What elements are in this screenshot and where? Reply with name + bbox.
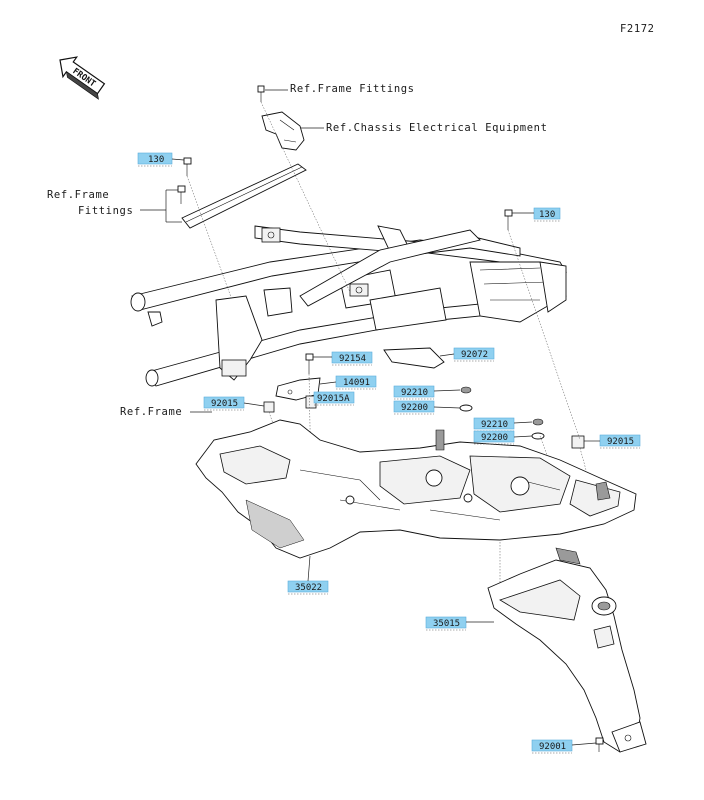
part-code: 92200 (481, 433, 508, 443)
washer-92200-b (531, 432, 545, 440)
tag-92072[interactable]: 92072 (439, 347, 495, 362)
part-code: 92210 (401, 388, 428, 398)
collar-92015-left (263, 401, 275, 413)
part-code: 92001 (539, 742, 566, 752)
tag-92015-left[interactable]: 92015 (203, 396, 265, 411)
tag-92200-a[interactable]: 92200 (393, 400, 461, 415)
collar-92015-right (571, 435, 585, 449)
tag-130-right[interactable]: 130 (512, 207, 561, 222)
tag-92210-b[interactable]: 92210 (473, 417, 533, 432)
tag-35022[interactable]: 35022 (287, 555, 329, 595)
tag-130-left[interactable]: 130 (137, 152, 185, 167)
rear-fender-35015 (487, 547, 647, 753)
tag-92001[interactable]: 92001 (531, 739, 597, 754)
ref-bolt-top (257, 85, 265, 102)
tag-92200-b[interactable]: 92200 (473, 430, 533, 445)
part-code: 92154 (339, 354, 366, 364)
ref-chassis-electrical: Ref.Chassis Electrical Equipment (326, 122, 548, 134)
bolt-left-lower (177, 185, 186, 204)
part-code: 130 (148, 155, 164, 165)
screw-92001 (595, 737, 604, 752)
frame-strap (181, 163, 307, 229)
bolt-130-left (183, 157, 192, 176)
nut-92210-a (460, 386, 472, 394)
figure-id: F2172 (620, 23, 655, 35)
part-code: 92015 (211, 399, 238, 409)
part-code: 92015A (317, 394, 350, 404)
tag-92154[interactable]: 92154 (313, 351, 373, 366)
bolt-130-right (504, 209, 513, 230)
tag-14091[interactable]: 14091 (319, 375, 377, 390)
bracket-92072 (383, 347, 445, 369)
part-code: 92200 (401, 403, 428, 413)
washer-92200-a (459, 404, 473, 412)
tag-35015[interactable]: 35015 (425, 616, 494, 631)
part-code: 130 (539, 210, 555, 220)
part-code: 35015 (433, 619, 460, 629)
rear-frame (130, 225, 567, 387)
part-code: 92072 (461, 350, 488, 360)
part-code: 92015 (607, 437, 634, 447)
electrical-bracket (261, 111, 305, 151)
part-code: 14091 (343, 378, 370, 388)
part-code: 92210 (481, 420, 508, 430)
front-arrow-icon: FRONT (59, 56, 106, 100)
ref-frame-fittings-left-1: Ref.Frame (47, 189, 109, 201)
tag-92015-right[interactable]: 92015 (584, 434, 641, 449)
rear-tray-35022 (195, 419, 637, 559)
ref-frame-fittings-top: Ref.Frame Fittings (290, 83, 415, 95)
part-code: 35022 (295, 583, 322, 593)
tag-92210-a[interactable]: 92210 (393, 385, 461, 400)
ref-frame-fittings-left-2: Fittings (78, 205, 133, 217)
ref-frame: Ref.Frame (120, 406, 182, 418)
nut-92210-b (532, 418, 544, 426)
tag-92015a[interactable]: 92015A (313, 391, 355, 406)
bolt-92154 (305, 353, 314, 374)
